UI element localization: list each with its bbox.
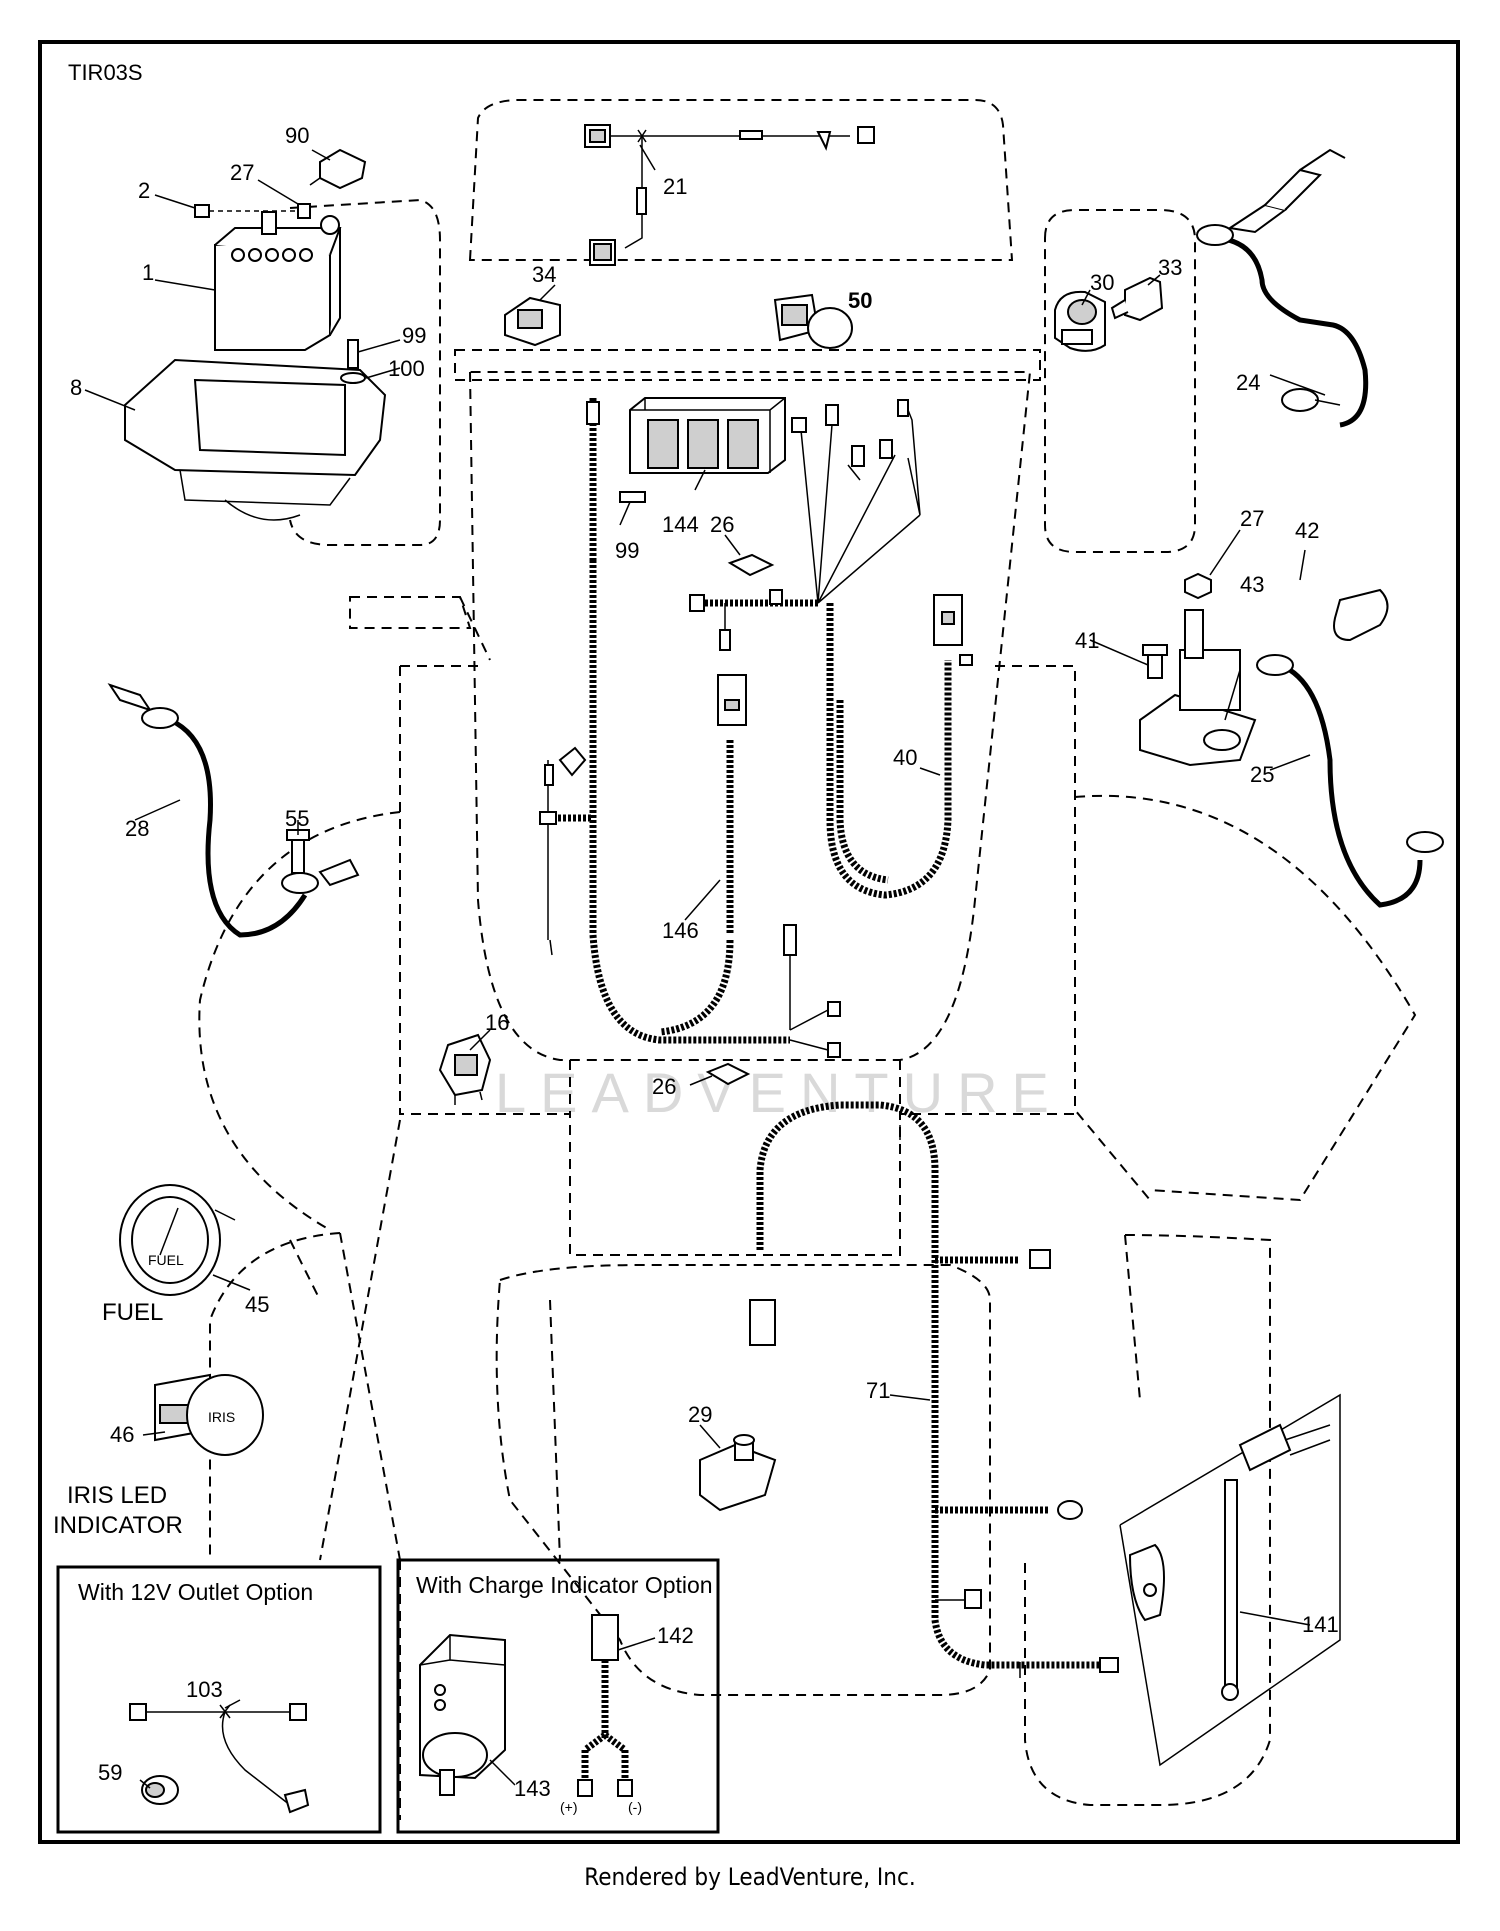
watermark: LEADVENTURE	[495, 1061, 1063, 1124]
battery-nut-27	[297, 203, 311, 219]
brake-assembly-141	[1119, 1393, 1341, 1767]
callout-25: 25	[1250, 762, 1274, 787]
callout-41: 41	[1075, 628, 1099, 653]
callout-71: 71	[866, 1378, 890, 1403]
iris-indicator-46: IRIS	[154, 1373, 264, 1456]
cable-25	[1256, 654, 1444, 908]
bolt-99-battery	[340, 339, 366, 384]
callout-59: 59	[98, 1760, 122, 1785]
callout-24: 24	[1236, 370, 1260, 395]
harness-40	[826, 594, 973, 899]
battery-bolt	[194, 204, 300, 218]
fuel-gauge-45: FUEL	[119, 1184, 236, 1296]
callout-33: 33	[1158, 255, 1182, 280]
switch-50	[773, 293, 853, 349]
diagram-code: TIR03S	[68, 60, 143, 85]
callout-27-battery: 27	[230, 160, 254, 185]
harness-71	[749, 1101, 1119, 1678]
callout-100: 100	[388, 356, 425, 381]
bolt-55	[286, 829, 310, 874]
callout-27-solenoid: 27	[1240, 506, 1264, 531]
diagram-frame	[38, 40, 1460, 1844]
battery-cable-24	[1196, 148, 1369, 428]
callout-8: 8	[70, 375, 82, 400]
callout-55: 55	[285, 806, 309, 831]
callout-142: 142	[657, 1623, 694, 1648]
switch-34	[504, 296, 561, 347]
callout-99-battery: 99	[402, 323, 426, 348]
control-module-144	[629, 397, 786, 474]
callout-1: 1	[142, 260, 154, 285]
footer-credit: Rendered by LeadVenture, Inc.	[584, 1863, 915, 1891]
charge-option-title: With Charge Indicator Option	[416, 1572, 713, 1598]
callout-46: 46	[110, 1422, 134, 1447]
polarity-minus: (-)	[628, 1799, 642, 1815]
fuse-26-upper	[727, 553, 775, 577]
callout-144: 144	[662, 512, 699, 537]
bolt-99-module	[619, 491, 646, 503]
harness-21	[584, 124, 875, 266]
fuel-caption: FUEL	[102, 1299, 163, 1326]
battery	[214, 211, 342, 351]
outlet-option-title: With 12V Outlet Option	[78, 1579, 313, 1605]
fuse-26-lower	[705, 1062, 751, 1086]
ignition-switch-30	[1054, 290, 1106, 352]
callout-103: 103	[186, 1677, 223, 1702]
switch-29	[699, 1434, 777, 1512]
main-harness-146	[539, 398, 841, 1058]
callout-90: 90	[285, 123, 309, 148]
iris-caption-line1: IRIS LED	[67, 1482, 167, 1509]
callout-26-upper: 26	[710, 512, 734, 537]
callout-141: 141	[1302, 1612, 1339, 1637]
callout-16: 16	[485, 1010, 509, 1035]
callout-45: 45	[245, 1292, 269, 1317]
callout-29: 29	[688, 1402, 712, 1427]
iris-face-label: IRIS	[208, 1409, 235, 1425]
callout-50: 50	[848, 288, 872, 313]
iris-caption-line2: INDICATOR	[53, 1512, 183, 1539]
callout-146: 146	[662, 918, 699, 943]
callout-2: 2	[138, 178, 150, 203]
battery-cover-90	[309, 148, 367, 190]
terminal-boot-42	[1333, 588, 1389, 642]
callout-40: 40	[893, 745, 917, 770]
callout-21: 21	[663, 174, 687, 199]
leader-lines	[84, 144, 1326, 1789]
cable-28	[107, 683, 360, 938]
callout-42: 42	[1295, 518, 1319, 543]
polarity-plus: (+)	[560, 1799, 578, 1815]
outlet-option-box: With 12V Outlet Option	[56, 1565, 382, 1834]
charge-option-box: With Charge Indicator Option (+) (-)	[396, 1558, 720, 1834]
ignition-key-33	[1110, 276, 1164, 322]
callout-99-module: 99	[615, 538, 639, 563]
battery-tray	[124, 358, 387, 521]
bolt-41	[1142, 644, 1168, 679]
callout-26-lower: 26	[652, 1074, 676, 1099]
callout-34: 34	[532, 262, 556, 287]
callout-43: 43	[1240, 572, 1264, 597]
callout-143: 143	[514, 1776, 551, 1801]
nut-27-solenoid	[1184, 572, 1212, 600]
harness-branch	[689, 399, 921, 651]
solenoid-43	[1139, 609, 1257, 767]
callout-28: 28	[125, 816, 149, 841]
dashed-outlines	[198, 99, 1417, 1820]
callout-30: 30	[1090, 270, 1114, 295]
callouts: 1 2 27 90 8 99 100 21 34 50 30 33 24 144…	[70, 123, 1339, 1801]
relay-16	[438, 1033, 492, 1105]
fuel-gauge-face-label: FUEL	[148, 1252, 184, 1268]
